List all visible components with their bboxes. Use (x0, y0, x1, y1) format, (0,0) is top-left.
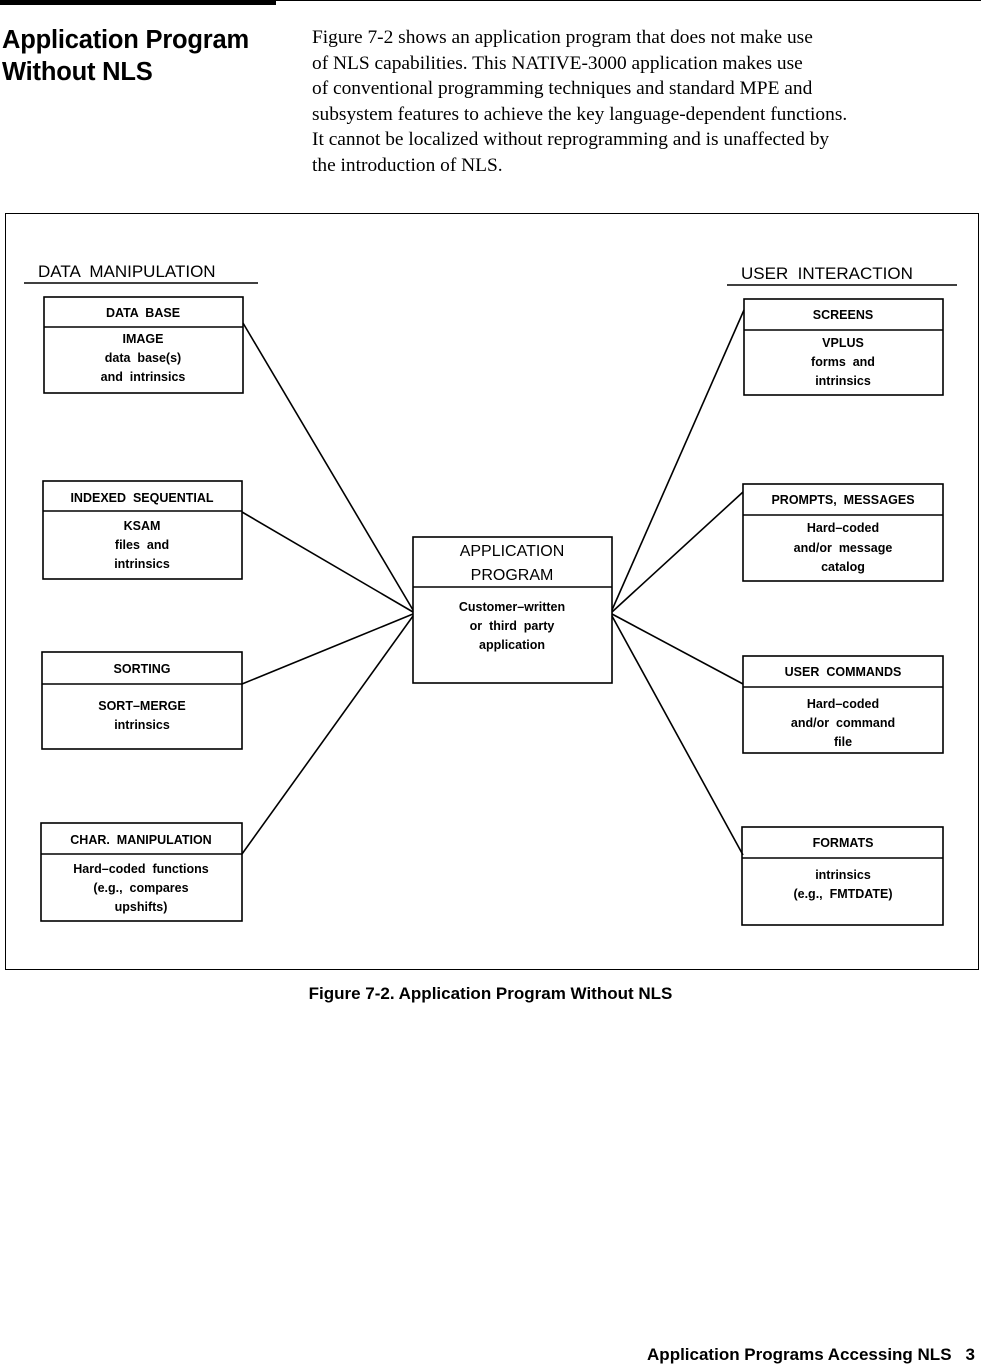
architecture-diagram: DATA MANIPULATION USER INTERACTION DATA … (24, 262, 957, 926)
box-title: FORMATS (813, 836, 874, 850)
box-body-line: intrinsics (114, 718, 170, 732)
body-line: the introduction of NLS. (312, 154, 503, 176)
box-title: SORTING (114, 662, 171, 676)
box-title: USER COMMANDS (785, 665, 902, 679)
box-body-line: and/or command (791, 716, 895, 730)
box-body-line: IMAGE (123, 332, 164, 346)
box-body-line: (e.g., compares (93, 881, 188, 895)
left-section-label: DATA MANIPULATION (38, 262, 216, 281)
box-body-line: Hard–coded (807, 521, 879, 535)
section-heading-line: Application Program (2, 26, 249, 54)
box-body-line: KSAM (124, 519, 161, 533)
box-body-line: intrinsics (815, 374, 871, 388)
right-section-label: USER INTERACTION (741, 264, 913, 283)
box-body-line: file (834, 735, 852, 749)
center-box-title-line: PROGRAM (471, 567, 554, 584)
box-user-commands (742, 655, 944, 754)
center-box-title-line: APPLICATION (460, 543, 565, 560)
box-title: INDEXED SEQUENTIAL (70, 491, 213, 505)
box-body-line: and intrinsics (101, 370, 186, 384)
body-line: of conventional programming techniques a… (312, 78, 813, 100)
page-number: 3 (965, 1345, 975, 1364)
box-sorting (41, 651, 243, 750)
figure-caption: Figure 7-2. Application Program Without … (308, 984, 673, 1003)
center-box-body-line: or third party (470, 619, 555, 633)
box-body-line: VPLUS (822, 336, 864, 350)
box-body-line: files and (115, 538, 169, 552)
section-heading: Application Program Without NLS (2, 24, 249, 88)
box-body-line: (e.g., FMTDATE) (793, 887, 892, 901)
box-body-line: intrinsics (114, 557, 170, 571)
box-title: PROMPTS, MESSAGES (771, 493, 914, 507)
box-body-line: upshifts) (115, 900, 168, 914)
center-box-body-line: Customer–written (459, 600, 565, 614)
figure-frame: DATA MANIPULATION USER INTERACTION DATA … (5, 213, 979, 970)
box-indexed-sequential (42, 480, 243, 580)
body-line: subsystem features to achieve the key la… (312, 103, 848, 125)
page-footer: Application Programs Accessing NLS 3 (647, 1345, 975, 1365)
box-title: DATA BASE (106, 306, 180, 320)
center-box-body-line: application (479, 638, 545, 652)
connector-lines (241, 309, 745, 856)
box-prompts-messages (742, 483, 944, 582)
body-line: Figure 7-2 shows an application program … (312, 27, 813, 48)
top-rule-thin (276, 0, 981, 1)
section-heading-line: Without NLS (2, 58, 153, 86)
box-data-base (43, 296, 244, 394)
body-line: It cannot be localized without reprogram… (312, 129, 830, 151)
box-char-manipulation (40, 822, 243, 922)
box-body-line: SORT–MERGE (98, 699, 186, 713)
box-title: CHAR. MANIPULATION (70, 833, 211, 847)
box-body-line: data base(s) (105, 351, 181, 365)
box-title: SCREENS (813, 308, 873, 322)
body-line: of NLS capabilities. This NATIVE-3000 ap… (312, 52, 803, 74)
box-formats (741, 826, 944, 926)
footer-section-title: Application Programs Accessing NLS (647, 1345, 952, 1364)
top-rule-thick (0, 0, 276, 5)
body-paragraph: Figure 7-2 shows an application program … (312, 25, 847, 179)
box-body-line: intrinsics (815, 868, 871, 882)
box-screens (743, 298, 944, 396)
box-body-line: and/or message (794, 541, 893, 555)
box-body-line: catalog (821, 560, 865, 574)
box-body-line: Hard–coded functions (73, 862, 208, 876)
box-body-line: forms and (811, 355, 875, 369)
box-body-line: Hard–coded (807, 697, 879, 711)
